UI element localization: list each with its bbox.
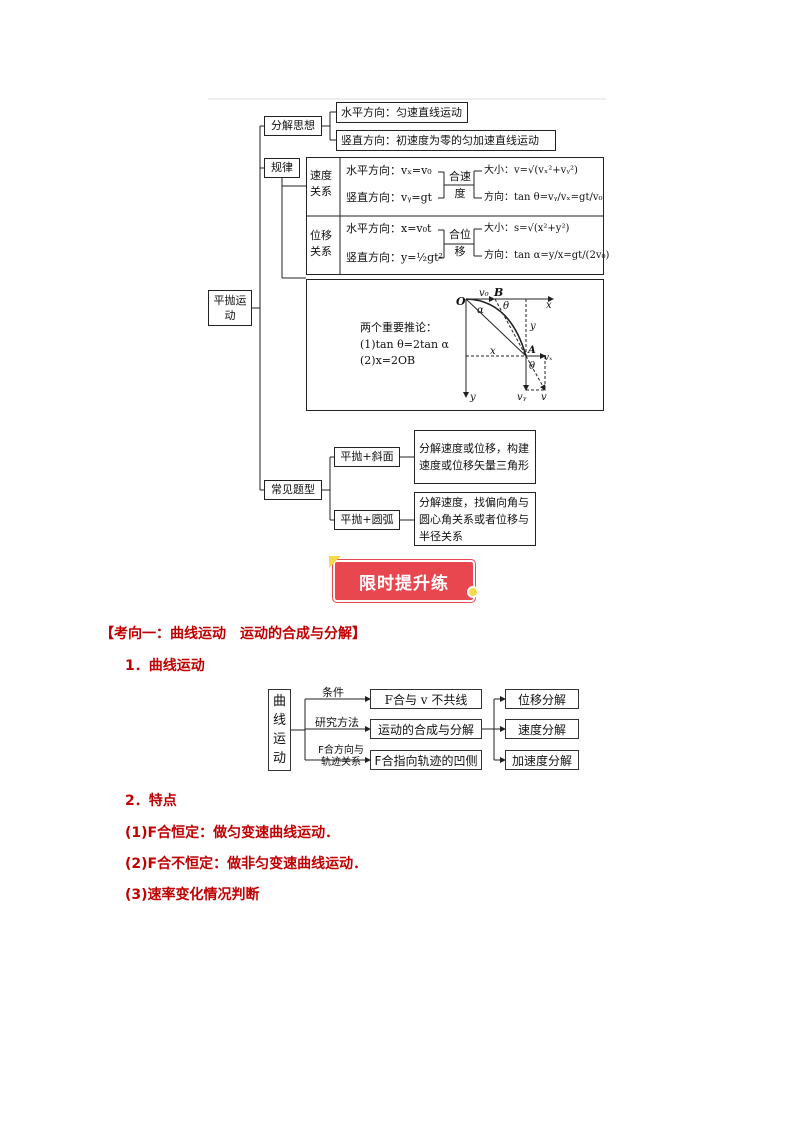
flow-out-acceleration: 加速度分解 [505, 750, 579, 770]
slope-desc-box: 分解速度或位移，构建速度或位移矢量三角形 [414, 430, 536, 484]
flow-root: 曲线运动 [268, 689, 291, 771]
velocity-combine: 合速度 [449, 170, 471, 200]
feature-variable-force: (2)F合不恒定：做非匀变速曲线运动． [125, 856, 368, 872]
displacement-horizontal: 水平方向：x=v₀t [346, 222, 432, 235]
velocity-horizontal: 水平方向：vₓ=v₀ [346, 164, 432, 177]
label-y-axis: y [470, 392, 476, 403]
law-box: 规律 [264, 158, 300, 178]
label-vy: vᵧ [517, 392, 527, 403]
section-title: 【考向一：曲线运动 运动的合成与分解】 [100, 626, 366, 642]
flow-branch1-box: F合与 v 不共线 [370, 689, 482, 709]
displacement-vertical: 竖直方向：y=½gt² [346, 251, 443, 264]
label-v: v [541, 392, 547, 403]
flow-branch2-label: 研究方法 [315, 716, 359, 729]
feature-speed-change: (3)速率变化情况判断 [125, 887, 260, 903]
label-v0: v₀ [479, 288, 489, 299]
flow-branch1-text: F合与 v 不共线 [384, 692, 468, 707]
label-y-mid: y [530, 321, 536, 332]
velocity-label: 速度关系 [310, 169, 332, 198]
flow-branch3-text: F合指向轨迹的凹侧 [374, 753, 478, 768]
decompose-horizontal: 水平方向：匀速直线运动 [336, 102, 468, 123]
root-box: 平抛运动 [208, 290, 252, 326]
displacement-combine: 合位移 [449, 228, 471, 258]
velocity-direction: 方向：tan θ=vᵧ/vₓ=gt/v₀ [484, 192, 603, 203]
displacement-line [465, 298, 527, 357]
flow-branch1-label: 条件 [322, 686, 344, 699]
decompose-box: 分解思想 [264, 116, 322, 136]
law-label: 规律 [271, 161, 293, 174]
inference-item-2: (2)x=2OB [360, 354, 416, 367]
arc-desc: 分解速度，找偏向角与圆心角关系或者位移与半径关系 [419, 495, 529, 543]
flow-branch3-label: F合方向与轨迹关系 [318, 745, 364, 768]
slope-label: 平抛+斜面 [340, 450, 394, 463]
label-theta2: θ [529, 361, 536, 372]
banner-corner-flag [329, 556, 341, 568]
velocity-magnitude: 大小：v=√(vₓ²+vᵧ²) [484, 165, 578, 176]
decompose-label: 分解思想 [271, 119, 315, 132]
inference-title: 两个重要推论： [360, 321, 437, 334]
v-vector [525, 355, 546, 391]
law-formula-box [306, 157, 604, 275]
flow-out1-text: 位移分解 [517, 692, 566, 707]
decompose-vertical-text: 竖直方向：初速度为零的匀加速直线运动 [341, 133, 539, 147]
label-x-axis: x [546, 300, 552, 311]
inference-box [306, 279, 604, 411]
decompose-vertical: 竖直方向：初速度为零的匀加速直线运动 [336, 130, 556, 151]
common-label: 常见题型 [271, 483, 315, 496]
banner: 限时提升练 [329, 556, 479, 604]
inference-item-1: (1)tan θ=2tan α [360, 338, 449, 351]
label-A: A [528, 345, 536, 356]
label-vx: vₓ [544, 353, 553, 363]
banner-plate: 限时提升练 [333, 560, 475, 602]
label-x-mid: x [490, 346, 496, 357]
label-theta: θ [503, 301, 510, 312]
flow-out-velocity: 速度分解 [505, 719, 579, 739]
arc-desc-box: 分解速度，找偏向角与圆心角关系或者位移与半径关系 [414, 492, 536, 546]
label-alpha: α [477, 305, 484, 316]
tangent-line [494, 298, 527, 357]
flow-root-text: 曲线运动 [272, 694, 286, 766]
slope-box: 平抛+斜面 [334, 447, 400, 467]
subheading-curvilinear: 1．曲线运动 [125, 658, 205, 674]
label-B: B [494, 286, 504, 299]
banner-dot [467, 586, 479, 598]
arc-box: 平抛+圆弧 [334, 510, 400, 530]
slope-desc: 分解速度或位移，构建速度或位移矢量三角形 [419, 442, 529, 472]
flow-out3-text: 加速度分解 [511, 753, 572, 768]
flow-branch3-box: F合指向轨迹的凹侧 [370, 750, 482, 770]
velocity-vertical: 竖直方向：vᵧ=gt [346, 191, 433, 204]
flow-out2-text: 速度分解 [517, 722, 566, 737]
flow-branch2-box: 运动的合成与分解 [370, 719, 482, 739]
displacement-magnitude: 大小：s=√(x²+y²) [484, 223, 570, 234]
displacement-label: 位移关系 [310, 229, 332, 258]
subheading-features: 2．特点 [125, 793, 177, 809]
arc-label: 平抛+圆弧 [340, 513, 394, 526]
displacement-direction: 方向：tan α=y/x=gt/(2v₀) [484, 250, 610, 261]
flow-branch2-text: 运动的合成与分解 [377, 722, 474, 737]
banner-text: 限时提升练 [359, 573, 449, 594]
common-box: 常见题型 [264, 480, 322, 500]
feature-constant-force: (1)F合恒定：做匀变速曲线运动． [125, 825, 340, 841]
decompose-horizontal-text: 水平方向：匀速直线运动 [341, 105, 462, 119]
label-O: O [456, 295, 466, 308]
flow-out-displacement: 位移分解 [505, 689, 579, 709]
root-label: 平抛运动 [213, 294, 247, 322]
